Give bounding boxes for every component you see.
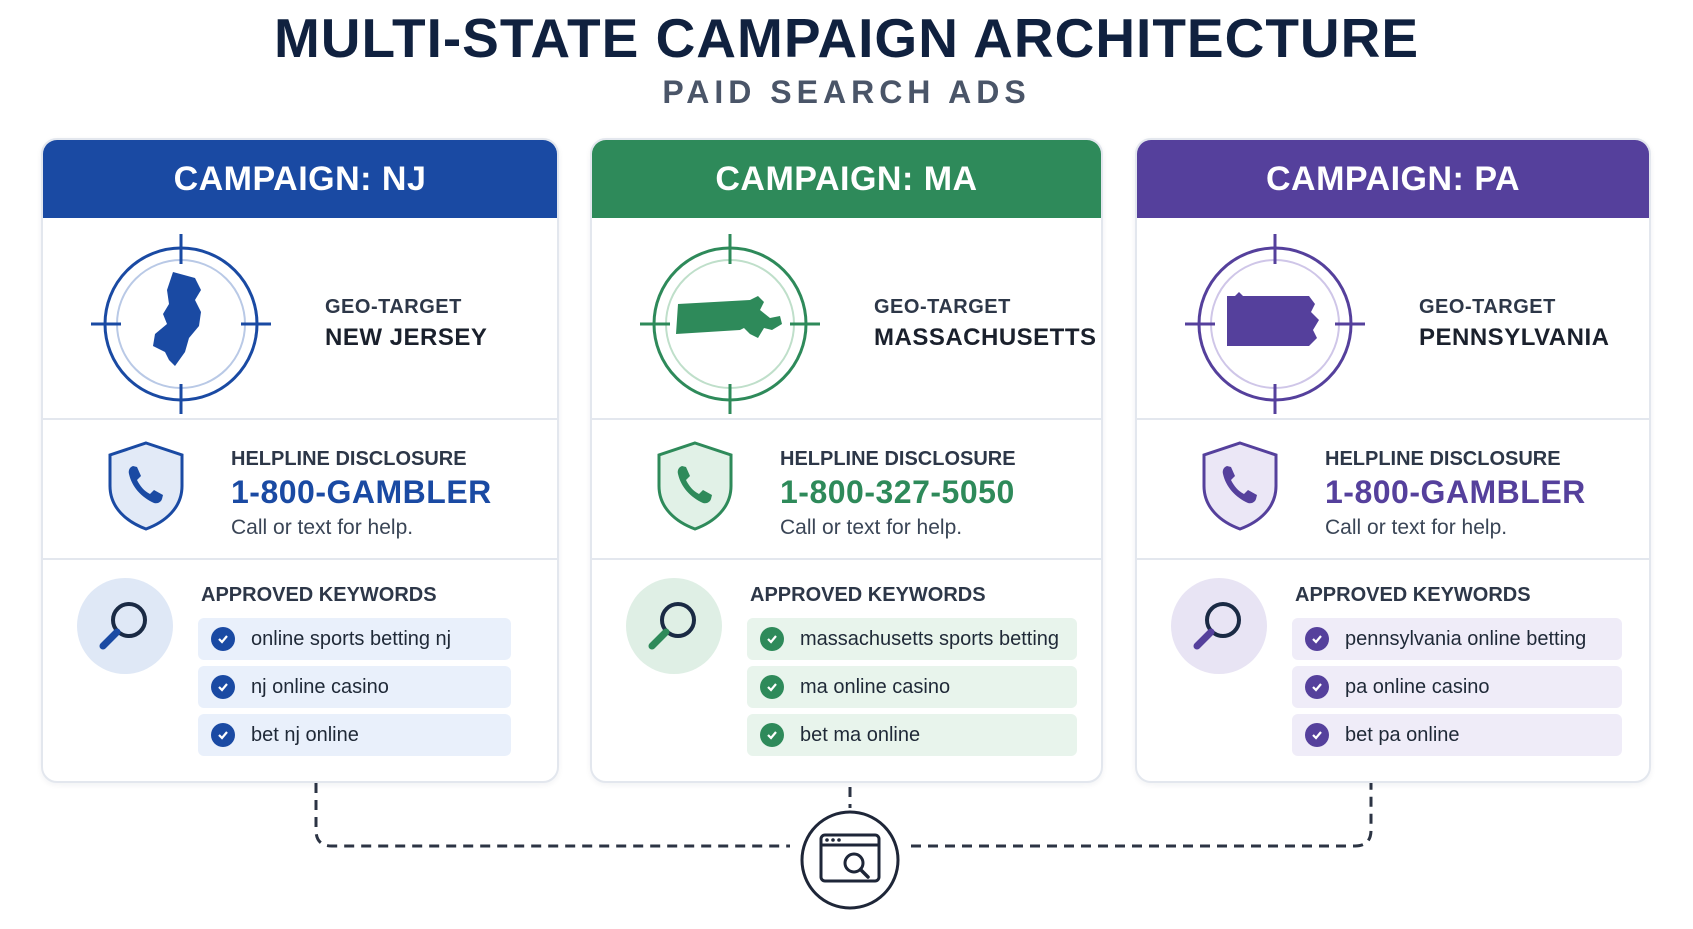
keyword-text: bet ma online <box>800 723 921 746</box>
keyword-text: bet pa online <box>1345 723 1460 746</box>
keyword-text: ma online casino <box>800 675 951 698</box>
geo-target-section-ma: GEO-TARGET MASSACHUSETTS <box>592 218 1101 420</box>
massachusetts-map-icon <box>676 296 782 338</box>
keyword-text: pa online casino <box>1345 675 1490 698</box>
geo-target-state: MASSACHUSETTS <box>874 324 1097 351</box>
check-icon <box>760 723 784 747</box>
keyword-item: massachusetts sports betting <box>747 618 1077 660</box>
shield-phone-icon <box>108 441 184 531</box>
check-icon <box>1305 723 1329 747</box>
diagram-title: MULTI-STATE CAMPAIGN ARCHITECTURE <box>273 7 1420 69</box>
helpline-label: HELPLINE DISCLOSURE <box>1325 448 1561 470</box>
helpline-section-ma: HELPLINE DISCLOSURE 1-800-327-5050 Call … <box>592 420 1101 560</box>
helpline-subtext: Call or text for help. <box>1325 516 1508 539</box>
helpline-label: HELPLINE DISCLOSURE <box>780 448 1016 470</box>
keywords-section-nj: APPROVED KEYWORDS online sports betting … <box>43 560 557 781</box>
keyword-item: pennsylvania online betting <box>1292 618 1622 660</box>
keyword-text: massachusetts sports betting <box>800 627 1060 650</box>
keyword-text: pennsylvania online betting <box>1345 627 1587 650</box>
keyword-list: pennsylvania online betting pa online ca… <box>1292 618 1622 762</box>
geo-target-section-nj: GEO-TARGET NEW JERSEY <box>43 218 557 420</box>
helpline-label: HELPLINE DISCLOSURE <box>231 448 467 470</box>
keyword-item: online sports betting nj <box>198 618 511 660</box>
campaign-card-nj: CAMPAIGN: NJ GEO-TARGET NEW JERSEY HELPL… <box>41 138 559 783</box>
campaign-header-nj: CAMPAIGN: NJ <box>43 140 557 218</box>
helpline-section-pa: HELPLINE DISCLOSURE 1-800-GAMBLER Call o… <box>1137 420 1649 560</box>
search-icon <box>1171 578 1267 674</box>
helpline-number: 1-800-GAMBLER <box>1325 474 1586 510</box>
geo-target-label: GEO-TARGET <box>1419 296 1556 318</box>
keyword-text: nj online casino <box>251 675 389 698</box>
campaign-header-ma: CAMPAIGN: MA <box>592 140 1101 218</box>
check-icon <box>760 675 784 699</box>
keyword-list: massachusetts sports betting ma online c… <box>747 618 1077 762</box>
geo-target-state: NEW JERSEY <box>325 324 488 351</box>
check-icon <box>1305 627 1329 651</box>
keyword-item: bet pa online <box>1292 714 1622 756</box>
keyword-item: pa online casino <box>1292 666 1622 708</box>
keywords-label: APPROVED KEYWORDS <box>201 584 437 606</box>
check-icon <box>211 675 235 699</box>
campaign-header-pa: CAMPAIGN: PA <box>1137 140 1649 218</box>
new-jersey-map-icon <box>153 272 201 366</box>
crosshair-target-icon <box>1185 234 1365 414</box>
campaign-title-ma: CAMPAIGN: MA <box>715 159 978 198</box>
keyword-item: nj online casino <box>198 666 511 708</box>
shield-phone-icon <box>1202 441 1278 531</box>
browser-search-icon <box>800 810 900 910</box>
check-icon <box>1305 675 1329 699</box>
check-icon <box>211 627 235 651</box>
helpline-number: 1-800-GAMBLER <box>231 474 492 510</box>
keyword-list: online sports betting nj nj online casin… <box>198 618 511 762</box>
crosshair-target-icon <box>91 234 271 414</box>
check-icon <box>760 627 784 651</box>
campaign-title-pa: CAMPAIGN: PA <box>1265 159 1521 198</box>
search-icon <box>626 578 722 674</box>
search-icon <box>77 578 173 674</box>
helpline-number: 1-800-327-5050 <box>780 474 1015 510</box>
keyword-item: bet nj online <box>198 714 511 756</box>
keywords-section-pa: APPROVED KEYWORDS pennsylvania online be… <box>1137 560 1649 781</box>
keywords-section-ma: APPROVED KEYWORDS massachusetts sports b… <box>592 560 1101 781</box>
keyword-item: bet ma online <box>747 714 1077 756</box>
geo-target-section-pa: GEO-TARGET PENNSYLVANIA <box>1137 218 1649 420</box>
geo-target-label: GEO-TARGET <box>874 296 1011 318</box>
crosshair-target-icon <box>640 234 820 414</box>
keywords-label: APPROVED KEYWORDS <box>1295 584 1531 606</box>
shield-phone-icon <box>657 441 733 531</box>
geo-target-state: PENNSYLVANIA <box>1419 324 1610 351</box>
geo-target-label: GEO-TARGET <box>325 296 462 318</box>
keywords-label: APPROVED KEYWORDS <box>750 584 986 606</box>
keyword-text: bet nj online <box>251 723 359 746</box>
pennsylvania-map-icon <box>1227 292 1319 346</box>
keyword-item: ma online casino <box>747 666 1077 708</box>
check-icon <box>211 723 235 747</box>
campaign-title-nj: CAMPAIGN: NJ <box>173 159 427 198</box>
campaign-card-ma: CAMPAIGN: MA GEO-TARGET MASSACHUSETTS HE… <box>590 138 1103 783</box>
helpline-subtext: Call or text for help. <box>780 516 963 539</box>
helpline-subtext: Call or text for help. <box>231 516 414 539</box>
diagram-subtitle: PAID SEARCH ADS <box>662 74 1031 110</box>
campaign-card-pa: CAMPAIGN: PA GEO-TARGET PENNSYLVANIA HEL… <box>1135 138 1651 783</box>
keyword-text: online sports betting nj <box>251 627 452 650</box>
helpline-section-nj: HELPLINE DISCLOSURE 1-800-GAMBLER Call o… <box>43 420 557 560</box>
